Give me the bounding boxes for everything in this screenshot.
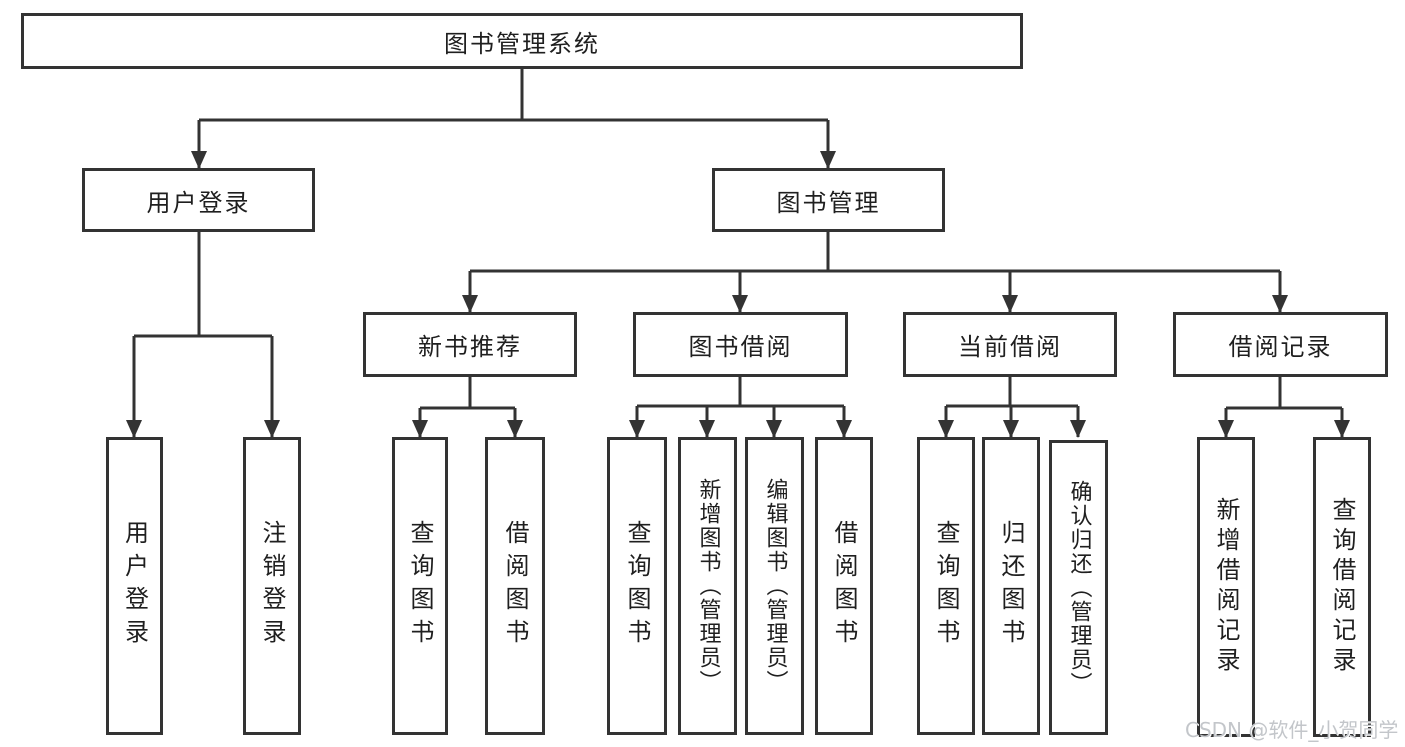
node-root: 图书管理系统: [21, 13, 1023, 69]
node-query-books-2-label: 查询图书: [623, 520, 651, 652]
node-add-book-admin: 新增图书（管理员）: [678, 437, 737, 735]
connector-new-book-split: [420, 377, 515, 410]
node-confirm-return-admin-label: 确认归还（管理员）: [1066, 479, 1092, 696]
node-add-book-admin-label: 新增图书（管理员）: [695, 478, 721, 694]
node-add-borrow-record-label: 新增借阅记录: [1212, 497, 1240, 677]
connector-user-login-split: [134, 232, 272, 338]
node-query-books-2: 查询图书: [607, 437, 667, 735]
node-new-book-recommend-label: 新书推荐: [418, 333, 522, 361]
connector-book-borrow-split: [637, 377, 844, 408]
node-edit-book-admin: 编辑图书（管理员）: [745, 437, 804, 735]
node-current-borrow: 当前借阅: [903, 312, 1117, 377]
node-new-book-recommend: 新书推荐: [363, 312, 577, 377]
node-add-borrow-record: 新增借阅记录: [1197, 437, 1255, 737]
node-current-borrow-label: 当前借阅: [958, 333, 1062, 361]
connector-current-borrow-split: [946, 377, 1078, 408]
node-borrow-book-2: 借阅图书: [815, 437, 873, 735]
node-logout-leaf: 注销登录: [243, 437, 301, 735]
node-edit-book-admin-label: 编辑图书（管理员）: [762, 478, 788, 694]
node-borrow-records-label: 借阅记录: [1228, 333, 1333, 361]
node-logout-leaf-label: 注销登录: [258, 520, 286, 652]
node-return-book-label: 归还图书: [997, 520, 1025, 652]
connector-book-management-split: [470, 232, 1280, 273]
node-borrow-records: 借阅记录: [1173, 312, 1388, 377]
node-user-login-leaf-label: 用户登录: [120, 520, 149, 652]
node-user-login-label: 用户登录: [146, 188, 251, 217]
node-book-management-label: 图书管理: [776, 188, 881, 217]
node-user-login: 用户登录: [82, 168, 315, 232]
node-query-borrow-record-label: 查询借阅记录: [1328, 497, 1356, 677]
node-book-management: 图书管理: [712, 168, 945, 232]
node-return-book: 归还图书: [982, 437, 1040, 735]
node-root-label: 图书管理系统: [444, 29, 600, 58]
node-confirm-return-admin: 确认归还（管理员）: [1049, 440, 1108, 735]
node-query-books-3-label: 查询图书: [932, 520, 960, 652]
node-borrow-book-1: 借阅图书: [485, 437, 545, 735]
node-query-books-1-label: 查询图书: [406, 520, 434, 652]
connector-group: [126, 69, 1350, 438]
node-book-borrow-label: 图书借阅: [688, 333, 793, 361]
node-query-borrow-record: 查询借阅记录: [1313, 437, 1371, 737]
connector-root-split: [199, 69, 828, 122]
node-borrow-book-2-label: 借阅图书: [830, 520, 858, 652]
node-query-books-1: 查询图书: [392, 437, 448, 735]
node-borrow-book-1-label: 借阅图书: [501, 520, 529, 652]
node-query-books-3: 查询图书: [917, 437, 975, 735]
connector-borrow-records-split: [1226, 377, 1342, 410]
node-user-login-leaf: 用户登录: [106, 437, 163, 735]
node-book-borrow: 图书借阅: [633, 312, 848, 377]
